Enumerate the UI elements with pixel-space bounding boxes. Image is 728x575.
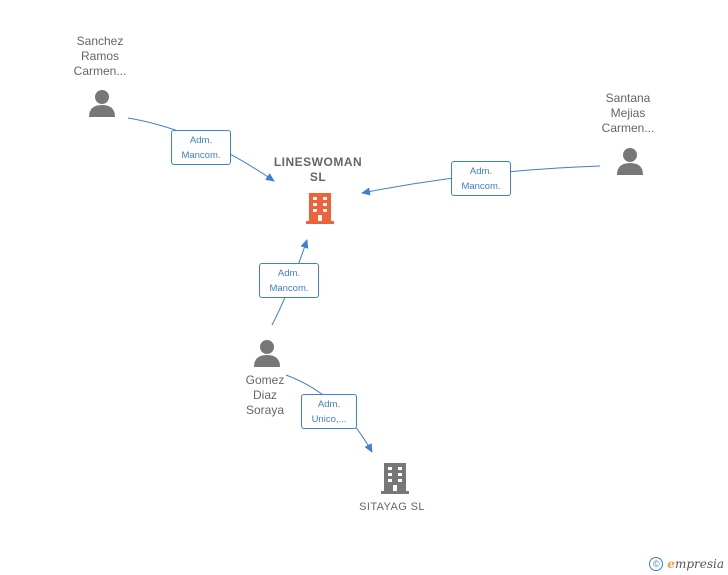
person-label-sanchez[interactable]: Sanchez Ramos Carmen... — [73, 34, 127, 78]
edge-label-sanchez-lineswoman[interactable]: Adm. Mancom. — [171, 130, 231, 165]
edge-label-gomez-lineswoman[interactable]: Adm. Mancom. — [259, 263, 319, 298]
footer-brand: © empresia — [649, 557, 724, 571]
person-icon[interactable] — [615, 146, 645, 176]
building-icon[interactable] — [304, 191, 336, 225]
person-icon[interactable] — [252, 338, 282, 368]
edge-label-gomez-sitayag[interactable]: Adm. Unico,... — [301, 394, 357, 429]
building-icon[interactable] — [379, 461, 411, 495]
edge-label-santana-lineswoman[interactable]: Adm. Mancom. — [451, 161, 511, 196]
company-label-lineswoman[interactable]: LINESWOMAN SL — [273, 155, 363, 184]
person-icon[interactable] — [87, 88, 117, 118]
empresia-logo: empresia — [667, 557, 724, 571]
person-label-gomez[interactable]: Gomez Diaz Soraya — [245, 373, 285, 417]
copyright-icon: © — [649, 557, 664, 571]
company-label-sitayag[interactable]: SITAYAG SL — [359, 501, 425, 513]
person-label-santana[interactable]: Santana Mejias Carmen... — [601, 91, 655, 135]
